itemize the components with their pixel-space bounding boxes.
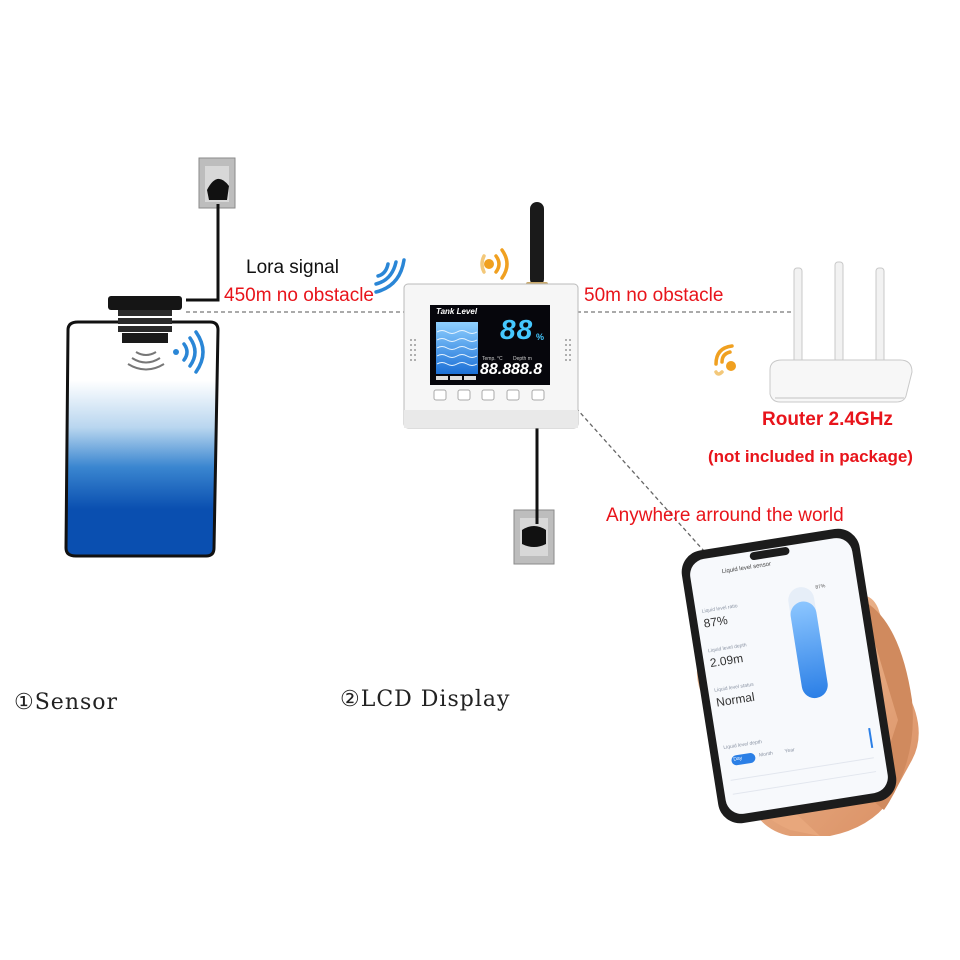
- display-wifi-icon: [480, 248, 509, 280]
- water-tank: [64, 320, 220, 558]
- lora-signal-label: Lora signal: [246, 257, 339, 278]
- lcd-depth-label: Depth m: [513, 356, 532, 362]
- sensor-wifi-icon: [173, 330, 205, 374]
- lcd-depth-value: 88.8: [511, 361, 543, 378]
- device-button-3: [481, 389, 495, 401]
- lora-distance-label: 450m no obstacle: [224, 285, 374, 306]
- device-button-5: [531, 389, 545, 401]
- phone-depth-value: 2.09m: [708, 651, 745, 671]
- smartphone: [681, 528, 897, 824]
- anywhere-label: Anywhere arround the world: [606, 505, 844, 526]
- lcd-display-device: [403, 283, 579, 429]
- device-button-1: [433, 389, 447, 401]
- router-label: Router 2.4GHz: [762, 409, 893, 430]
- lcd-percent-value: 88: [500, 314, 534, 345]
- phone-app-title: Liquid level sensor: [721, 561, 772, 576]
- phone-tab-day-chip: [731, 753, 756, 766]
- lcd-percent-unit: %: [536, 332, 545, 342]
- wifi-distance-label: 50m no obstacle: [584, 285, 724, 306]
- phone-level-bar-fill: [790, 601, 828, 699]
- lcd-temp-label: Temp. °C: [482, 356, 503, 362]
- sensor-caption: ①Sensor: [14, 690, 119, 715]
- wall-socket-top: [198, 157, 236, 209]
- router-wifi-icon: [714, 344, 736, 376]
- device-button-4: [506, 389, 520, 401]
- ultrasonic-sensor: [108, 296, 182, 343]
- cloud-link-line: [575, 407, 713, 561]
- display-caption: ②LCD Display: [340, 687, 511, 712]
- wall-socket-bottom: [513, 509, 555, 565]
- connection-lines: [186, 311, 792, 561]
- sonar-wave-icon: [127, 351, 165, 371]
- phone-tab-day[interactable]: Day: [732, 755, 743, 763]
- phone-tab-year[interactable]: Year: [784, 747, 796, 755]
- lcd-temp-value: 88.8: [480, 361, 512, 378]
- phone-tab-month[interactable]: Month: [758, 750, 774, 759]
- sensor-power-cable: [186, 204, 220, 302]
- router: [769, 261, 913, 403]
- lora-signal-icon: [374, 258, 406, 294]
- antenna: [526, 202, 548, 296]
- device-button-2: [457, 389, 471, 401]
- router-note-label: (not included in package): [708, 447, 913, 466]
- lcd-title: Tank Level: [436, 307, 478, 316]
- phone-app-graphics: [730, 587, 877, 795]
- phone-level-value: 87%: [702, 613, 729, 631]
- phone-bar-percent: 87%: [815, 583, 826, 591]
- phone-history-label: Liquid level depth: [723, 739, 763, 752]
